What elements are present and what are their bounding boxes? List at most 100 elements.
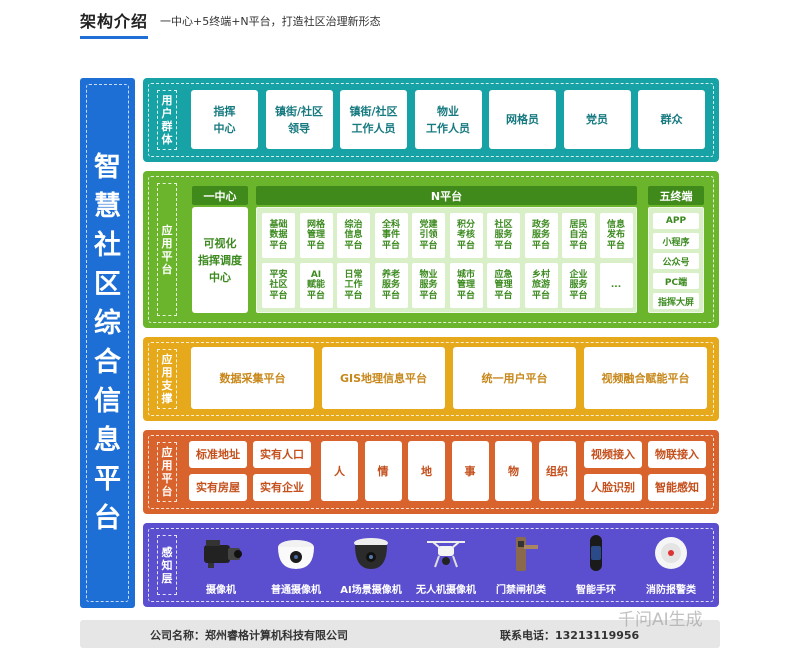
device-dome-camera: 普通摄像机: [254, 533, 338, 599]
layer-label-sense: 感知层: [157, 535, 177, 595]
n-platform-header: N平台: [256, 186, 637, 205]
camcorder-icon: [198, 533, 244, 577]
device-label: 门禁闸机类: [496, 585, 546, 596]
n-platform-cell: 乡村 旅游 平台: [524, 263, 558, 308]
side-title-char: 智: [94, 152, 121, 183]
layer-label-char: 应: [161, 446, 173, 459]
side-title-char: 区: [94, 269, 121, 300]
side-title-char: 息: [94, 425, 121, 456]
n-platform-cell: 全科 事件 平台: [374, 213, 408, 258]
terminal-item: PC端: [653, 273, 699, 289]
user-group-box: 镇街/社区 工作人员: [340, 90, 407, 149]
layer-label-app: 应用平台: [157, 183, 177, 316]
drone-icon: [423, 533, 469, 577]
layer-label-char: 用: [161, 459, 173, 472]
layer-label-char: 撑: [161, 392, 173, 405]
element-box: 物: [495, 441, 532, 501]
base-data-box: 实有人口: [253, 441, 311, 468]
device-smart-band: 智能手环: [554, 533, 638, 599]
n-platform-cell: 居民 自治 平台: [562, 213, 595, 258]
n-platform-cell: AI 赋能 平台: [299, 263, 333, 308]
layer-label-char: 应: [161, 353, 173, 366]
layer-label-char: 群: [161, 120, 173, 133]
access-box: 人脸识别: [584, 474, 642, 501]
layer-label-char: 用: [161, 94, 173, 107]
access-box: 视频接入: [584, 441, 642, 468]
device-label: 无人机摄像机: [416, 585, 476, 596]
user-group-box: 党员: [563, 90, 631, 149]
device-label: 普通摄像机: [271, 585, 321, 596]
n-platform-cell: 社区 服务 平台: [487, 213, 520, 258]
n-platform-cell: 应急 管理 平台: [487, 263, 520, 308]
center-header: 一中心: [192, 186, 248, 205]
company-name: 公司名称：郑州睿格计算机科技有限公司: [150, 629, 348, 642]
n-platform-cell: 党建 引领 平台: [412, 213, 445, 258]
platform-side-title: 智慧社区综合信息平台: [80, 78, 135, 608]
n-platform-cell: 基础 数据 平台: [262, 213, 295, 258]
footer: 公司名称：郑州睿格计算机科技有限公司 联系电话：13213119956: [80, 620, 720, 648]
device-ai-dome-camera: AI场景摄像机: [329, 533, 413, 599]
side-title-char: 台: [94, 503, 121, 534]
access-gate-icon: [498, 533, 544, 577]
n-platform-cell: 综治 信息 平台: [337, 213, 370, 258]
page-header: 架构介绍 一中心+5终端+N平台，打造社区治理新形态: [80, 8, 720, 40]
n-platform-grid: 基础 数据 平台网格 管理 平台综治 信息 平台全科 事件 平台党建 引领 平台…: [256, 207, 637, 313]
layer-label-char: 应: [161, 223, 173, 237]
page-title: 架构介绍: [80, 12, 149, 31]
device-camcorder: 摄像机: [179, 533, 263, 599]
n-platform-cell: 政务 服务 平台: [524, 213, 558, 258]
element-box: 人: [321, 441, 358, 501]
support-platform-box: 统一用户平台: [453, 347, 576, 409]
side-title-char: 综: [94, 308, 121, 339]
smoke-detector-icon: [648, 533, 694, 577]
layer-label-char: 户: [161, 107, 173, 120]
layer-label-char: 平: [161, 249, 173, 263]
layer-app-platform: 应用平台 一中心 可视化 指挥调度 中心 N平台 基础 数据 平台网格 管理 平…: [143, 171, 719, 328]
device-drone: 无人机摄像机: [404, 533, 488, 599]
layer-label-char: 知: [161, 558, 173, 572]
layer-label-data: 应用平台: [157, 442, 177, 502]
layer-label-char: 台: [161, 485, 173, 498]
layer-label-char: 台: [161, 262, 173, 276]
n-platform-cell: 信息 发布 平台: [599, 213, 633, 258]
element-box: 情: [364, 441, 402, 501]
five-terminal-header: 五终端: [648, 186, 704, 205]
layer-label-char: 支: [161, 379, 173, 392]
n-platform-cell: 日常 工作 平台: [337, 263, 370, 308]
center-body: 可视化 指挥调度 中心: [192, 207, 248, 313]
user-group-box: 群众: [638, 90, 705, 149]
n-platform-cell: 养老 服务 平台: [374, 263, 408, 308]
access-box: 物联接入: [648, 441, 706, 468]
n-platform-cell: 物业 服务 平台: [412, 263, 445, 308]
page-subtitle: 一中心+5终端+N平台，打造社区治理新形态: [160, 15, 381, 28]
layer-label-char: 体: [161, 133, 173, 146]
side-title-char: 信: [94, 386, 121, 417]
layer-label-char: 平: [161, 472, 173, 485]
layer-label-char: 感: [161, 545, 173, 559]
layer-label-char: 层: [161, 571, 173, 585]
base-data-box: 实有房屋: [189, 474, 247, 501]
element-box: 地: [408, 441, 445, 501]
n-platform-cell: ...: [599, 263, 633, 308]
device-label: AI场景摄像机: [340, 585, 402, 596]
user-group-box: 指挥 中心: [191, 90, 258, 149]
terminal-item: APP: [653, 213, 699, 229]
n-platform-cell: 平安 社区 平台: [262, 263, 295, 308]
side-title-char: 平: [94, 464, 121, 495]
contact-phone: 联系电话：13213119956: [500, 629, 640, 642]
support-platform-box: GIS地理信息平台: [322, 347, 445, 409]
device-label: 摄像机: [206, 585, 236, 596]
device-label: 智能手环: [576, 585, 616, 596]
base-data-box: 实有企业: [253, 474, 311, 501]
support-platform-box: 视频融合赋能平台: [584, 347, 707, 409]
n-platform-cell: 企业 服务 平台: [562, 263, 595, 308]
n-platform-cell: 城市 管理 平台: [449, 263, 483, 308]
title-underline: [80, 36, 148, 39]
dome-camera-icon: [273, 533, 319, 577]
terminal-item: 小程序: [653, 233, 699, 249]
layer-label-users: 用户群体: [157, 90, 177, 150]
layer-user-groups: 用户群体 指挥 中心镇街/社区 领导镇街/社区 工作人员物业 工作人员网格员党员…: [143, 78, 719, 162]
layer-label-support: 应用支撑: [157, 349, 177, 409]
